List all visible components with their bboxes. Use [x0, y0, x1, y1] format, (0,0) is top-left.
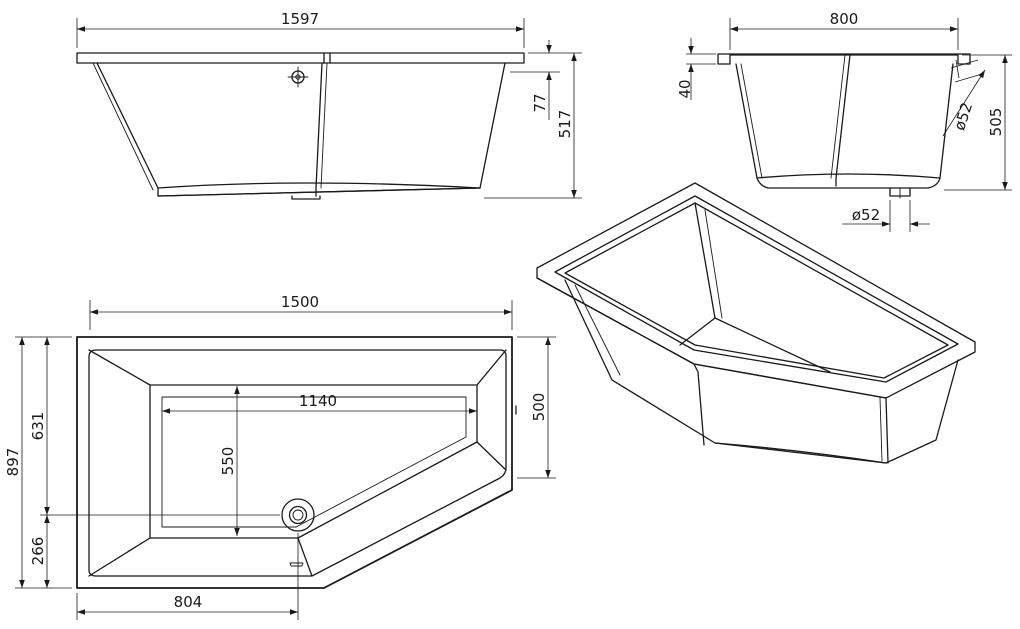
dim-text-side-rim-height: 77: [531, 93, 549, 112]
dimension-end-width: 800: [729, 10, 959, 50]
isometric-view: [536, 182, 976, 464]
dim-text-plan-wide-part: 631: [29, 412, 47, 441]
dimension-plan-length: 1500: [89, 293, 513, 330]
dim-text-end-overflow-diameter: ø52: [950, 100, 976, 132]
dimension-plan-wide-part: 631: [29, 337, 280, 516]
dim-text-plan-total-width: 897: [4, 448, 22, 477]
dim-text-plan-inner-length: 1140: [299, 392, 337, 410]
dimension-side-depth: 517: [484, 53, 582, 199]
dimension-end-drain-diameter: ø52: [842, 200, 930, 232]
dim-text-end-drain-diameter: ø52: [852, 206, 880, 224]
drain-icon: [281, 498, 315, 532]
dimension-side-rim-height: 77: [510, 40, 582, 120]
dim-text-plan-right-side: 500: [530, 393, 548, 422]
dimension-plan-right-side: 500: [517, 336, 556, 479]
dimension-end-depth: 505: [944, 54, 1012, 191]
dim-text-plan-narrow-part: 266: [29, 537, 47, 566]
dim-text-end-width: 800: [830, 10, 859, 28]
end-elevation-view: [717, 53, 971, 199]
dimension-end-rim-thickness: 40: [676, 38, 716, 100]
dimension-side-length: 1597: [76, 10, 525, 48]
plan-view: [76, 336, 517, 589]
dimension-plan-drain-offset: 804: [76, 533, 299, 620]
dim-text-side-depth: 517: [556, 110, 574, 139]
dim-text-plan-inner-width: 550: [219, 447, 237, 476]
overflow-icon: [287, 66, 309, 88]
dim-text-plan-length: 1500: [281, 293, 319, 311]
dim-text-plan-drain-offset: 804: [174, 593, 203, 611]
dimension-plan-narrow-part: 266: [29, 515, 50, 588]
dimension-plan-total-width: 897: [4, 336, 72, 589]
side-elevation-view: [76, 52, 525, 200]
dim-text-side-length: 1597: [281, 10, 319, 28]
dimension-plan-inner-width: 550: [219, 386, 240, 536]
dim-text-end-rim-thickness: 40: [676, 79, 694, 98]
dimension-plan-inner-length: 1140: [162, 392, 477, 414]
dim-text-end-depth: 505: [987, 108, 1005, 137]
